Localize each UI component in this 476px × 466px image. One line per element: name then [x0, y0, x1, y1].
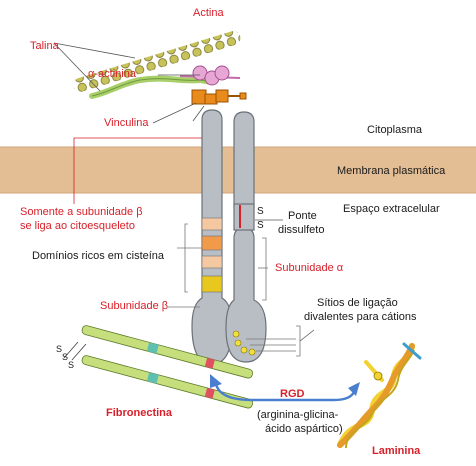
alpha-subunit: [225, 111, 267, 363]
label-citoplasma: Citoplasma: [367, 124, 423, 136]
label-ponte-line1: Ponte: [288, 210, 317, 222]
label-sitios-line1: Sítios de ligação: [317, 297, 398, 309]
cys-domain-4: [201, 275, 223, 293]
beta-subunit: [191, 109, 233, 365]
label-subunidade-beta: Subunidade β: [100, 300, 169, 312]
vinculin-protein: [191, 89, 247, 105]
cys-domain-2: [201, 235, 223, 251]
label-fn-s3: S: [68, 360, 75, 370]
label-fn-s1: S: [56, 344, 63, 354]
label-rgd-line2: ácido aspártico): [265, 423, 343, 435]
label-rgd-line1: (arginina-glicina-: [257, 409, 339, 421]
label-fibronectina: Fibronectina: [106, 407, 173, 419]
label-alfa-actinina: α-actinina: [88, 68, 136, 80]
cation-site-3: [240, 346, 248, 354]
label-laminina: Laminina: [372, 445, 421, 457]
cys-domain-3: [201, 255, 223, 269]
label-dominios: Domínios ricos em cisteína: [32, 250, 165, 262]
label-vinculina: Vinculina: [104, 117, 149, 129]
label-talina: Talina: [30, 40, 59, 52]
label-subunidade-alfa: Subunidade α: [275, 262, 344, 274]
label-somente-line1: Somente a subunidade β: [20, 206, 143, 218]
actin-filament: [73, 31, 241, 92]
cation-site-2: [234, 339, 242, 347]
cation-site-1: [232, 330, 240, 338]
alpha-actinin-protein: [179, 65, 241, 86]
label-fn-s2: S: [62, 352, 69, 362]
label-espaco: Espaço extracelular: [343, 203, 440, 215]
label-rgd: RGD: [280, 388, 305, 400]
label-membrana: Membrana plasmática: [337, 165, 446, 177]
label-s-top: S: [257, 206, 264, 217]
rgd-arrow: [214, 383, 356, 402]
label-s-bottom: S: [257, 220, 264, 231]
fibronectin-molecule: [63, 325, 253, 409]
laminin-molecule: [337, 342, 422, 449]
cation-site-4: [248, 348, 256, 356]
label-sitios-line2: divalentes para cátions: [304, 311, 417, 323]
label-actina: Actina: [193, 7, 224, 19]
cys-domain-1: [201, 217, 223, 231]
label-ponte-line2: dissulfeto: [278, 224, 325, 236]
label-somente-line2: se liga ao citoesqueleto: [20, 220, 135, 232]
